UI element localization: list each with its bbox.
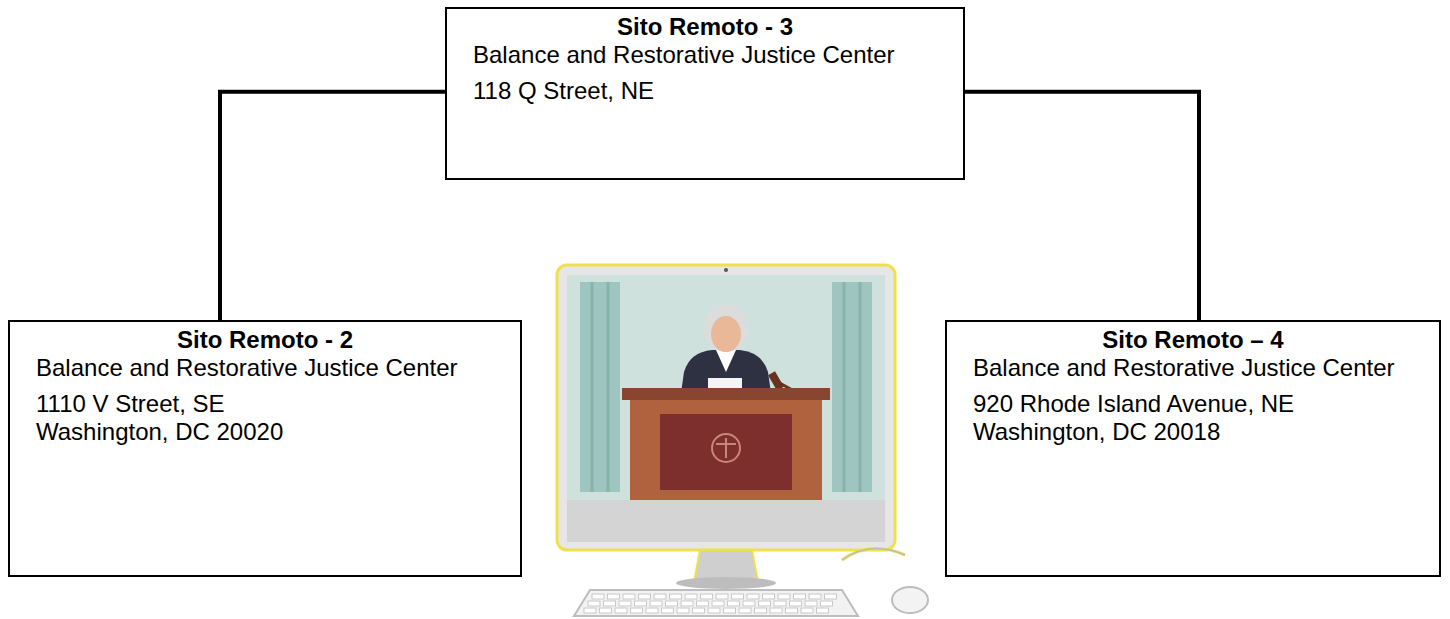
monitor-bezel bbox=[557, 265, 895, 550]
curtain bbox=[580, 282, 620, 492]
monitor-screen bbox=[567, 275, 885, 500]
keyboard bbox=[574, 590, 858, 616]
connector-line bbox=[220, 92, 445, 320]
judge-hair bbox=[704, 304, 748, 352]
site-box: Sito Remoto - 2Balance and Restorative J… bbox=[8, 320, 522, 577]
site-address: 1110 V Street, SE Washington, DC 20020 bbox=[36, 390, 321, 446]
bench-top bbox=[622, 388, 830, 400]
site-address: 920 Rhode Island Avenue, NE Washington, … bbox=[973, 390, 1318, 446]
site-name: Balance and Restorative Justice Center bbox=[973, 354, 1413, 382]
site-name: Balance and Restorative Justice Center bbox=[36, 354, 494, 382]
site-name: Balance and Restorative Justice Center bbox=[473, 41, 937, 69]
monitor-chin bbox=[567, 500, 885, 542]
judge-face bbox=[711, 316, 741, 352]
mouse bbox=[892, 587, 928, 613]
site-box: Sito Remoto - 3Balance and Restorative J… bbox=[445, 7, 965, 180]
bench-panel bbox=[660, 414, 792, 490]
connector-line bbox=[965, 92, 1199, 320]
emblem bbox=[712, 434, 740, 462]
site-box: Sito Remoto – 4Balance and Restorative J… bbox=[945, 320, 1441, 577]
site-title: Sito Remoto – 4 bbox=[973, 326, 1413, 354]
bench bbox=[630, 400, 822, 500]
webcam bbox=[724, 268, 728, 272]
site-title: Sito Remoto - 3 bbox=[473, 13, 937, 41]
site-address: 118 Q Street, NE bbox=[473, 77, 937, 105]
site-title: Sito Remoto - 2 bbox=[36, 326, 494, 354]
stand-base bbox=[676, 577, 776, 589]
curtain bbox=[832, 282, 872, 492]
